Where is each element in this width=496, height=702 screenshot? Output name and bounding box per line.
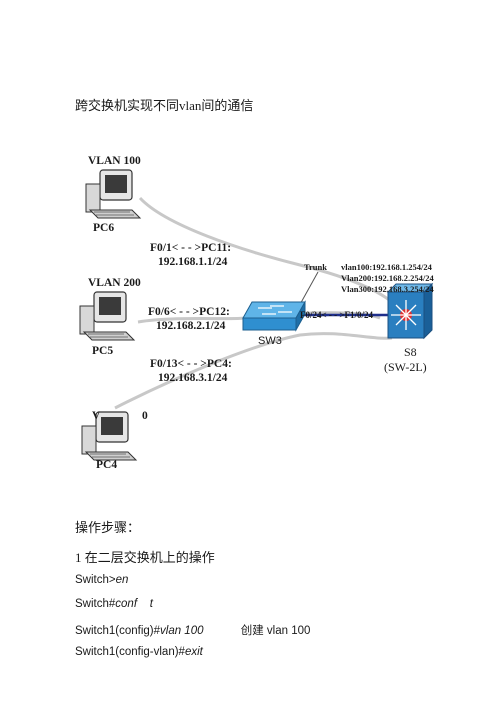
steps-heading: 操作步骤： <box>75 520 141 535</box>
sw3-label: SW3 <box>258 335 282 347</box>
command-prompt: Switch1(config)# <box>75 625 161 637</box>
link1-port-label: F0/1< - - >PC11: <box>150 242 232 254</box>
pc5-label: PC5 <box>92 345 114 357</box>
command-prompt: Switch> <box>75 574 116 586</box>
svi-address-list: vlan100:192.168.1.254/24 Vlan200:192.168… <box>341 262 434 295</box>
sw3-switch-icon <box>242 300 306 332</box>
trunk-label: Trunk <box>304 262 327 272</box>
pc4-icon <box>81 411 138 461</box>
trunk-port-label: F0/24< - - >F1/0/24 <box>300 310 373 320</box>
command-line: Switch#conf t <box>75 598 310 622</box>
vlan200-label: VLAN 200 <box>88 277 141 289</box>
pc4-label: PC4 <box>96 459 118 471</box>
svi-vlan200: Vlan200:192.168.2.254/24 <box>341 273 434 283</box>
section1-heading: 1 在二层交换机上的操作 <box>75 550 215 565</box>
pc6-label: PC6 <box>93 222 115 234</box>
command-prompt: Switch# <box>75 598 116 610</box>
s8-model-label: (SW-2L) <box>384 360 427 374</box>
vlan300-label-left: V <box>92 410 101 422</box>
command-prompt: Switch1(config-vlan)# <box>75 646 185 658</box>
command-line: Switch>en <box>75 574 310 598</box>
link3-port-label: F0/13< - - >PC4: <box>150 358 232 370</box>
command-text: conf t <box>115 598 153 610</box>
command-line: Switch1(config)#vlan 100 创建 vlan 100 <box>75 622 310 646</box>
link2-ip-label: 192.168.2.1/24 <box>156 320 226 332</box>
command-list: Switch>en Switch#conf t Switch1(config)#… <box>75 574 310 670</box>
s8-l3-switch-icon <box>386 282 434 340</box>
command-text: en <box>115 574 129 586</box>
svi-vlan100: vlan100:192.168.1.254/24 <box>341 262 432 272</box>
pc6-icon <box>85 169 142 219</box>
s8-label: S8 <box>404 345 417 359</box>
link1-ip-label: 192.168.1.1/24 <box>158 256 228 268</box>
link-pc4-sw3 <box>114 332 393 410</box>
pc5-icon <box>79 291 136 341</box>
command-text: vlan 100 <box>160 625 204 637</box>
document-title: 跨交换机实现不同vlan间的通信 <box>75 98 254 113</box>
vlan100-label: VLAN 100 <box>88 155 141 167</box>
command-note: 创建 vlan 100 <box>240 625 311 637</box>
command-line: Switch1(config-vlan)#exit <box>75 646 310 670</box>
vlan300-label-right: 0 <box>142 410 148 422</box>
link3-ip-label: 192.168.3.1/24 <box>158 372 228 384</box>
svi-vlan300: Vlan300:192.168.3.254/24 <box>341 284 434 294</box>
command-text: exit <box>184 646 203 658</box>
link2-port-label: F0/6< - - >PC12: <box>148 306 230 318</box>
link-pc6-sw3 <box>138 196 397 307</box>
